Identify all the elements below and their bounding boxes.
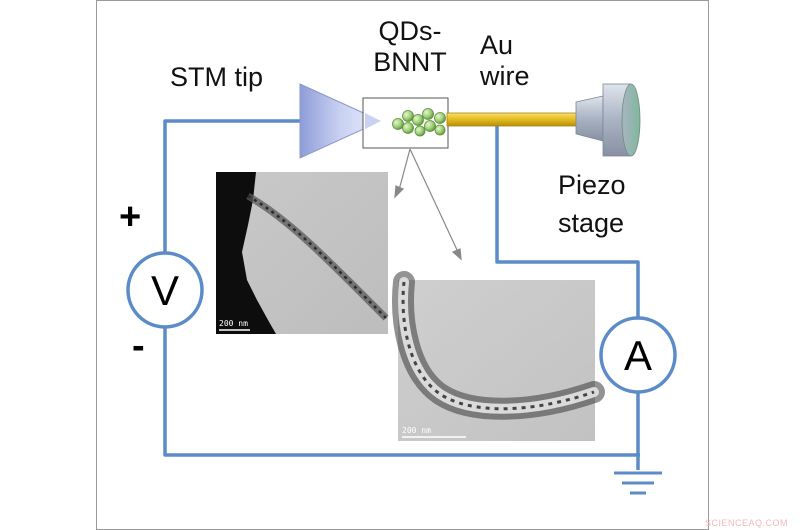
au-label-line2: wire	[480, 61, 530, 91]
quantum-dots-icon	[392, 108, 446, 137]
tem-image-left: 200 nm	[216, 172, 389, 334]
zoom-arrows	[394, 148, 462, 261]
voltmeter-label: V	[151, 267, 179, 314]
scale-label-left: 200 nm	[219, 319, 248, 328]
wire-tip-to-voltmeter	[163, 119, 305, 254]
tem-image-right: 200 nm	[392, 271, 605, 441]
au-wire-icon	[446, 112, 578, 127]
piezo-stage-label: Piezo stage	[558, 166, 648, 242]
au-label-line1: Au	[480, 30, 514, 60]
voltmeter-icon: V	[126, 251, 204, 329]
plus-sign: +	[119, 196, 142, 238]
piezo-stage-icon	[575, 83, 641, 157]
ammeter-icon: A	[599, 316, 677, 394]
wire-voltmeter-to-ground	[163, 327, 640, 457]
piezo-label-line2: stage	[558, 208, 625, 238]
au-wire-label: Au wire	[480, 30, 550, 92]
watermark: SCIENCEAQ.COM	[704, 518, 788, 528]
ammeter-label: A	[624, 332, 652, 379]
qds-bnnt-label: QDs- BNNT	[364, 16, 456, 78]
stm-tip-icon	[299, 83, 383, 159]
ground-icon	[614, 471, 662, 495]
stm-tip-label: STM tip	[170, 62, 264, 92]
tip-apex	[365, 113, 381, 129]
qds-label-line1: QDs-	[378, 16, 442, 46]
piezo-label-line1: Piezo	[558, 170, 626, 200]
minus-sign: -	[132, 325, 145, 367]
scale-label-right: 200 nm	[402, 426, 431, 435]
qds-label-line2: BNNT	[373, 47, 447, 77]
circuit-wires	[163, 119, 640, 470]
wire-au-to-ammeter	[495, 120, 640, 318]
